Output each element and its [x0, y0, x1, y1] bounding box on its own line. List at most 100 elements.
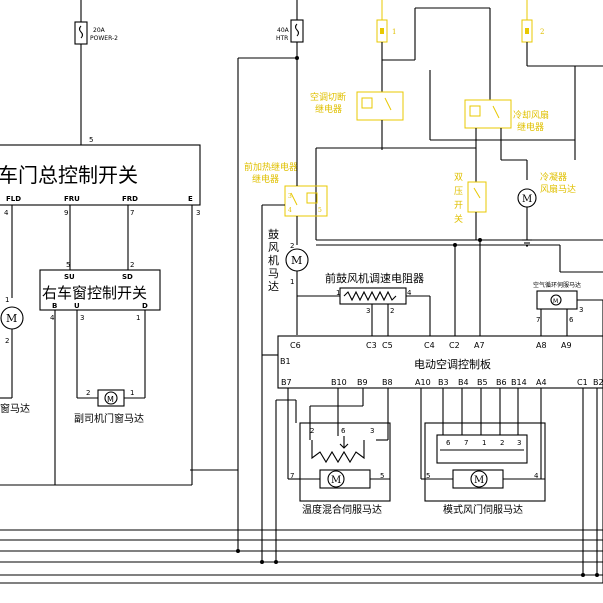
yellow-pin-label: 3 — [288, 193, 292, 200]
condenser-fan-label: 冷凝器 — [540, 171, 567, 183]
pin-label: 9 — [64, 209, 68, 217]
cooling-fan-relay-label: 继电器 — [517, 121, 544, 133]
pin-label: 7 — [290, 472, 294, 480]
ac-cut-relay-label: 空调切断 — [310, 91, 346, 103]
pin-label: A10 — [415, 378, 431, 387]
temp-blend-servo: 2 6 3 7 5 M 温度混合伺服马达 — [287, 388, 391, 516]
fuse-htr: 40A HTR — [276, 0, 304, 58]
blower-motor-label: 机 — [268, 253, 279, 267]
blower-motor-label: 风 — [268, 241, 279, 254]
pin-label: 1 — [5, 296, 9, 304]
pin-label: 6 — [569, 316, 574, 324]
terminal-label: E — [188, 195, 193, 203]
pin-label: B1 — [280, 357, 291, 366]
fuse-rating: 40A — [277, 27, 290, 34]
pin-label: B14 — [511, 378, 527, 387]
pin-label: 3 — [579, 306, 583, 314]
right-window-switch-title: 右车窗控制开关 — [42, 284, 147, 302]
condenser-fan-label: 风扇马达 — [540, 183, 576, 195]
pin-label: A9 — [561, 341, 572, 350]
door-master-switch: 5 车门总控制开关 FLD FRU FRD E 4 9 7 3 — [0, 136, 201, 486]
heater-relay-label: 前加热继电器 — [244, 161, 298, 173]
pin-label: 5 — [66, 261, 70, 269]
pin-label: A8 — [536, 341, 547, 350]
ground-bus — [0, 300, 603, 584]
ac-control-panel: 电动空调控制板 B1 C6 C3 C5 C4 C2 A7 A8 A9 B7 B1… — [277, 335, 603, 389]
pin-label: B9 — [357, 378, 368, 387]
passenger-window-motor-label: 副司机门窗马达 — [74, 412, 144, 425]
left-window-motor-label: 窗马达 — [0, 402, 30, 415]
pin-label: 7 — [536, 316, 540, 324]
ac-cut-relay-label: 继电器 — [315, 103, 342, 115]
blower-resistor-label: 前鼓风机调速电阻器 — [325, 271, 424, 285]
air-intake-servo-label: 空气循环伺服马达 — [533, 281, 581, 289]
pin-label: B6 — [496, 378, 507, 387]
pin-label: 3 — [517, 439, 521, 447]
pin-label: 1 — [136, 314, 140, 322]
blower-motor-label: 达 — [268, 280, 279, 293]
door-master-switch-title: 车门总控制开关 — [0, 163, 138, 187]
pin-label: 3 — [366, 307, 370, 315]
mode-door-servo: 6 7 1 2 3 5 4 M 模式风门伺服马达 — [420, 388, 546, 516]
terminal-label: SU — [64, 273, 75, 281]
pin-label: C6 — [290, 341, 301, 350]
cooling-fan-relay-label: 冷却风扇 — [513, 109, 549, 121]
pin-label: B7 — [281, 378, 292, 387]
passenger-window-motor: M 2 1 副司机门窗马达 — [74, 389, 145, 425]
motor-symbol: M — [6, 312, 17, 325]
temp-servo-label: 温度混合伺服马达 — [302, 503, 382, 516]
fuse-name: POWER-2 — [90, 35, 118, 42]
blower-branch: M 2 1 鼓 风 机 马 达 前鼓风机调速电阻器 1 4 3 2 — [190, 56, 603, 471]
pin-label: B10 — [331, 378, 347, 387]
pin-label: C1 — [577, 378, 588, 387]
ac-panel-label: 电动空调控制板 — [414, 357, 491, 371]
terminal-label: FLD — [6, 195, 21, 203]
pressure-switch-label: 双 — [454, 172, 463, 183]
pin-label: C5 — [382, 341, 393, 350]
pin-label: 5 — [89, 136, 93, 144]
motor-symbol: M — [107, 395, 114, 404]
mode-servo-label: 模式风门伺服马达 — [443, 503, 523, 516]
fuse-rating: 20A — [93, 27, 106, 34]
pin-label: B2 — [593, 378, 603, 387]
pin-label: 3 — [370, 427, 374, 435]
yellow-pin-label: 5 — [318, 207, 322, 214]
pin-label: 2 — [86, 389, 90, 397]
pressure-switch-label: 压 — [454, 186, 463, 197]
pressure-switch-label: 关 — [454, 213, 463, 225]
heater-relay-label: 继电器 — [252, 173, 279, 185]
yellow-pin-label: 4 — [288, 207, 292, 214]
terminal-label: FRD — [122, 195, 138, 203]
pin-label: 2 — [130, 261, 134, 269]
air-intake-servo: 空气循环伺服马达 M 7 6 3 — [533, 281, 603, 336]
pin-label: 7 — [464, 439, 468, 447]
pin-label: 1 — [482, 439, 486, 447]
pin-label: A7 — [474, 341, 485, 350]
pin-label: 4 — [50, 314, 55, 322]
pin-label: B4 — [458, 378, 469, 387]
pin-label: 1 — [336, 289, 340, 297]
yellow-relay-section: 1 2 空调切断 继电器 冷却风扇 继电器 — [244, 0, 603, 247]
fuse-name: HTR — [276, 35, 288, 42]
pin-label: 1 — [290, 278, 294, 286]
pin-label: C3 — [366, 341, 377, 350]
pin-label: B5 — [477, 378, 488, 387]
motor-symbol: M — [291, 254, 302, 267]
motor-symbol: M — [522, 194, 532, 205]
pin-label: B8 — [382, 378, 393, 387]
pin-label: 6 — [341, 427, 346, 435]
blower-motor-label: 马 — [268, 267, 279, 280]
pin-label: B3 — [438, 378, 449, 387]
pin-label: C4 — [424, 341, 435, 350]
motor-symbol: M — [553, 298, 558, 305]
pin-label: 2 — [390, 307, 394, 315]
yellow-pin-label: 2 — [540, 28, 544, 36]
terminal-label: FRU — [64, 195, 80, 203]
pin-label: 4 — [534, 472, 539, 480]
terminal-label: U — [74, 302, 80, 310]
terminal-label: D — [142, 302, 148, 310]
blower-motor-label: 鼓 — [268, 227, 279, 241]
left-window-motor: M 1 2 窗马达 — [0, 296, 30, 415]
pressure-switch-label: 开 — [454, 200, 463, 211]
motor-symbol: M — [331, 475, 341, 486]
